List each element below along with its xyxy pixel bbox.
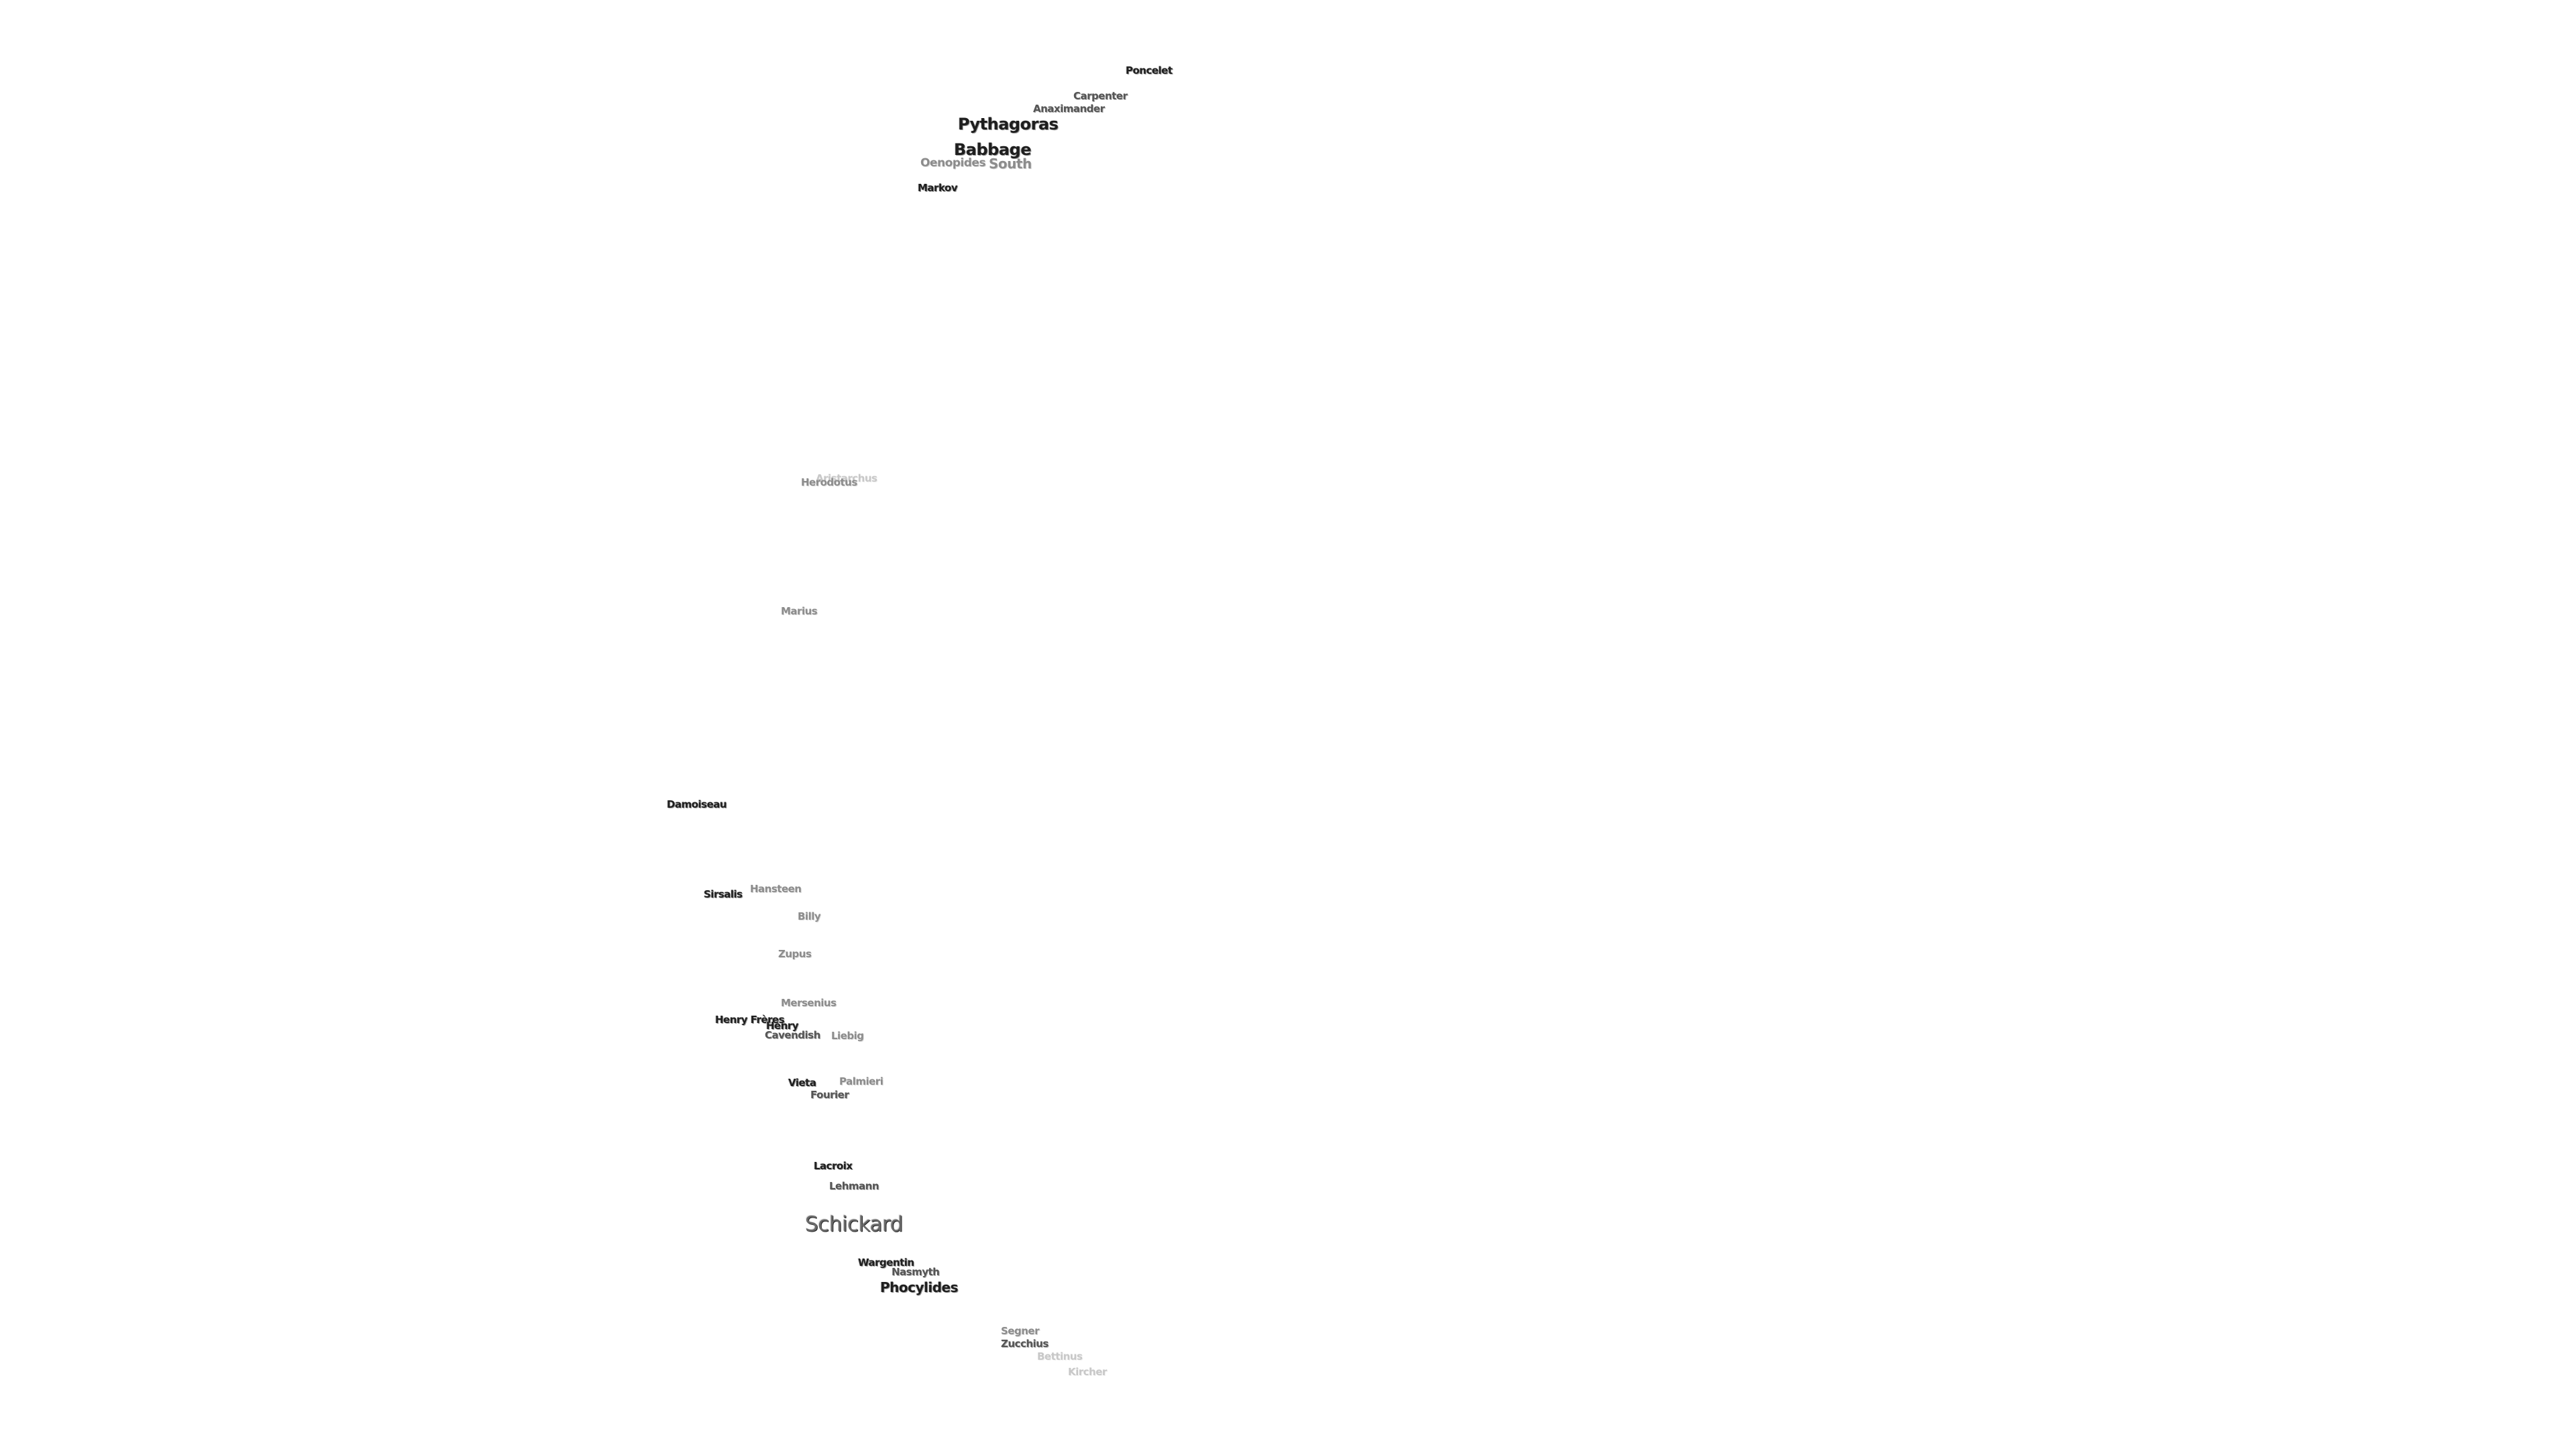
crater-label-lehmann[interactable]: Lehmann: [829, 1180, 879, 1192]
crater-label-kircher[interactable]: Kircher: [1068, 1366, 1107, 1378]
crater-label-phocylides[interactable]: Phocylides: [880, 1279, 959, 1295]
crater-label-damoiseau[interactable]: Damoiseau: [667, 798, 727, 810]
crater-label-vieta[interactable]: Vieta: [788, 1077, 816, 1089]
crater-label-zupus[interactable]: Zupus: [778, 948, 812, 960]
crater-label-henry-freres[interactable]: Henry Frères: [715, 1014, 785, 1026]
crater-label-herodotus[interactable]: Herodotus: [801, 476, 857, 488]
crater-label-palmieri[interactable]: Palmieri: [839, 1075, 883, 1087]
crater-label-zucchius[interactable]: Zucchius: [1001, 1338, 1049, 1350]
crater-label-schickard[interactable]: Schickard: [805, 1212, 903, 1236]
crater-label-marius[interactable]: Marius: [781, 605, 818, 617]
crater-label-henry[interactable]: Henry: [766, 1020, 799, 1032]
crater-label-sirsalis[interactable]: Sirsalis: [704, 888, 743, 900]
crater-label-oenopides[interactable]: Oenopides: [920, 156, 986, 170]
crater-label-south[interactable]: South: [989, 156, 1032, 172]
crater-label-segner[interactable]: Segner: [1001, 1325, 1039, 1337]
crater-label-anaximander[interactable]: Anaximander: [1033, 103, 1105, 115]
crater-label-babbage[interactable]: Babbage: [954, 140, 1032, 159]
crater-label-fourier[interactable]: Fourier: [810, 1089, 849, 1101]
crater-label-lacroix[interactable]: Lacroix: [814, 1160, 853, 1172]
crater-label-mersenius[interactable]: Mersenius: [781, 997, 837, 1009]
crater-label-carpenter[interactable]: Carpenter: [1073, 90, 1128, 102]
crater-label-billy[interactable]: Billy: [798, 910, 821, 922]
crater-label-wargentin[interactable]: Wargentin: [858, 1256, 914, 1269]
crater-label-cavendish[interactable]: Cavendish: [765, 1029, 820, 1041]
crater-label-aristarchus[interactable]: Aristarchus: [816, 472, 877, 484]
crater-label-markov[interactable]: Markov: [918, 182, 958, 194]
crater-label-bettinus[interactable]: Bettinus: [1037, 1350, 1083, 1362]
crater-label-poncelet[interactable]: Poncelet: [1126, 64, 1173, 76]
crater-label-hansteen[interactable]: Hansteen: [750, 883, 802, 895]
crater-label-pythagoras[interactable]: Pythagoras: [958, 115, 1059, 133]
crater-label-liebig[interactable]: Liebig: [831, 1030, 864, 1042]
crater-label-nasmyth[interactable]: Nasmyth: [892, 1266, 940, 1278]
